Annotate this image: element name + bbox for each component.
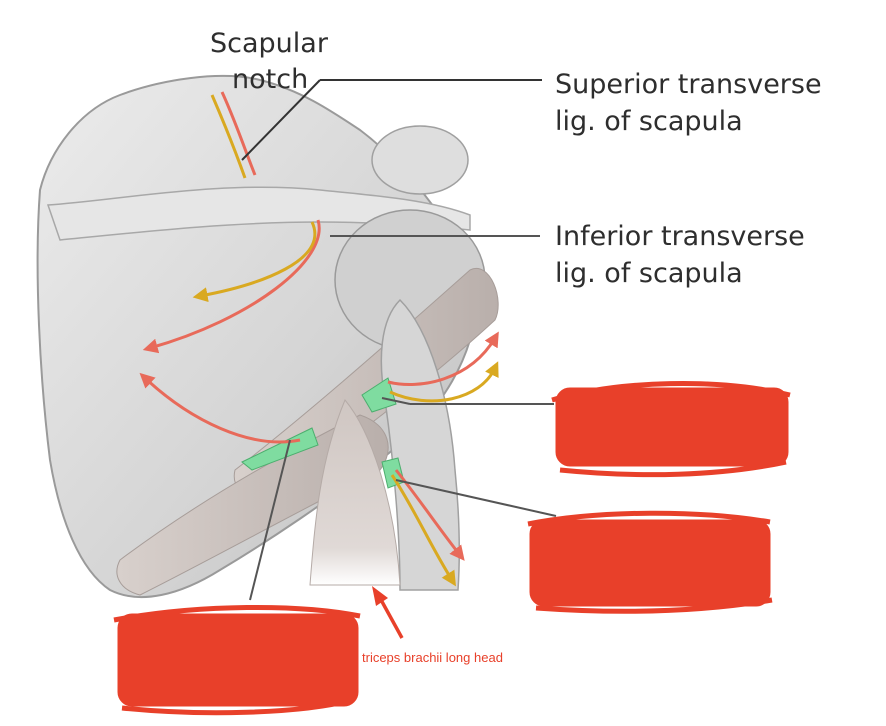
artery-radial-branch <box>394 469 465 561</box>
quadrangular-space <box>361 377 397 413</box>
triangular-space <box>241 427 319 471</box>
artery-lower-branch <box>139 372 301 444</box>
humerus-shaft <box>380 298 460 591</box>
artery-axillary-branch <box>387 331 499 386</box>
triceps-long-head <box>309 399 401 586</box>
redaction-scribble-1 <box>551 381 791 478</box>
label-inferior-2: lig. of scapula <box>555 258 743 289</box>
leader-interval <box>395 479 557 517</box>
leader-quadrangular <box>381 397 411 405</box>
suprascapular-artery <box>220 91 257 176</box>
redaction-scribble-2 <box>527 510 773 614</box>
label-triceps: triceps brachii long head <box>362 650 503 665</box>
triceps-arrow-line <box>378 597 404 639</box>
label-scapular-notch-2: notch <box>232 64 308 95</box>
nerve-radial-branch <box>390 474 456 587</box>
suprascapular-nerve <box>210 94 247 179</box>
nerve-upper-branch <box>192 221 317 303</box>
leader-superior <box>241 79 321 161</box>
acromion <box>371 125 469 195</box>
redaction-scribble-3 <box>113 604 361 716</box>
nerve-axillary-branch <box>389 361 499 403</box>
label-scapular-notch-1: Scapular <box>210 28 329 59</box>
label-superior-1: Superior transverse <box>555 69 822 100</box>
artery-upper-branch <box>142 219 321 354</box>
label-superior-2: lig. of scapula <box>555 106 743 137</box>
label-inferior-1: Inferior transverse <box>555 221 805 252</box>
teres-major-muscle <box>116 414 389 596</box>
leader-triangular <box>249 439 291 601</box>
scapular-spine <box>46 186 471 241</box>
triceps-arrow-head <box>372 586 388 606</box>
